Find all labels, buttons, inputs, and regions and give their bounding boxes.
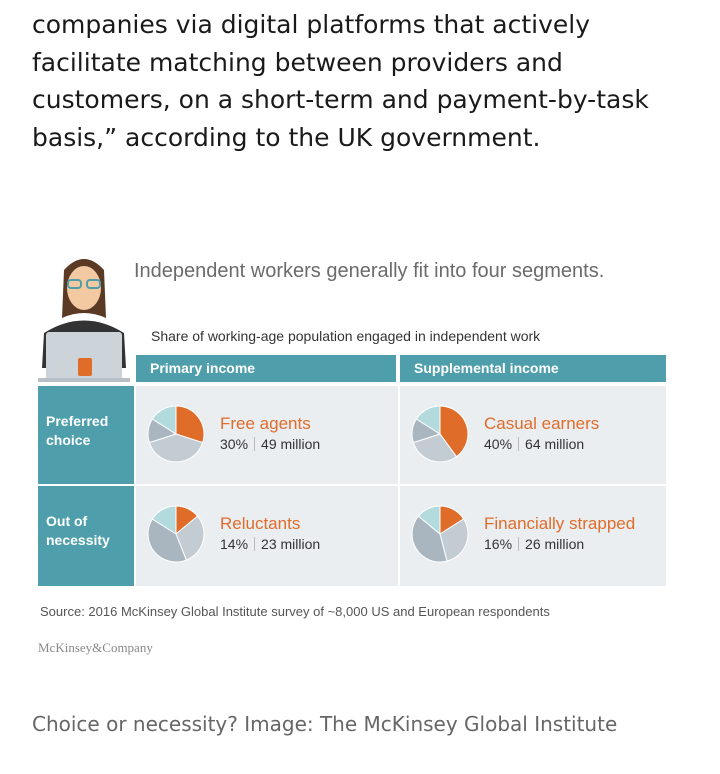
pie-slice <box>412 433 458 463</box>
pie-slice <box>151 505 177 535</box>
pie-chart <box>147 505 205 563</box>
segment-count: 64 million <box>525 436 585 452</box>
pie-slice <box>411 515 448 563</box>
mckinsey-logo: McKinsey&Company <box>38 640 153 655</box>
pie-slice <box>175 515 205 561</box>
segment-cell: Reluctants 14% 23 million <box>136 486 398 586</box>
pie-slice-highlight <box>175 405 205 444</box>
segment-cell: Free agents 30% 49 million <box>136 386 398 484</box>
segment-name: Free agents <box>220 414 311 433</box>
pie-slice <box>147 518 187 563</box>
pie-chart <box>147 405 205 463</box>
segment-count: 26 million <box>525 536 585 552</box>
infographic: Independent workers generally fit into f… <box>34 248 674 668</box>
segment-count: 23 million <box>261 536 321 552</box>
segment-cell: Casual earners 40% 64 million <box>400 386 666 484</box>
image-caption: Choice or necessity? Image: The McKinsey… <box>32 712 618 736</box>
segment-name: Casual earners <box>484 414 600 433</box>
pie-slice <box>151 405 177 435</box>
figure-title: Independent workers generally fit into f… <box>134 260 605 282</box>
article-paragraph: companies via digital platforms that act… <box>32 10 649 152</box>
segment-cell: Financially strapped 16% 26 million <box>400 486 666 586</box>
segment-percent: 16% <box>484 536 513 552</box>
pie-chart <box>411 405 469 463</box>
pie-chart <box>411 505 469 563</box>
pie-slice <box>148 433 204 463</box>
pie-slice <box>439 518 469 562</box>
segment-name: Financially strapped <box>484 514 636 533</box>
column-header-supplemental: Supplemental income <box>400 355 666 382</box>
pie-slice-highlight <box>439 405 469 458</box>
figure-subtitle: Share of working-age population engaged … <box>151 328 541 344</box>
pie-slice <box>415 405 441 435</box>
segment-count: 49 million <box>261 436 321 452</box>
segment-percent: 14% <box>220 536 249 552</box>
pie-slice <box>417 505 441 536</box>
segment-name: Reluctants <box>220 514 301 533</box>
segment-percent: 40% <box>484 436 513 452</box>
worker-illustration <box>38 259 130 382</box>
column-header-primary: Primary income <box>136 355 396 382</box>
source-note: Source: 2016 McKinsey Global Institute s… <box>40 604 550 619</box>
row-header-necessity: Out of necessity <box>38 486 134 586</box>
row-header-preferred: Preferred choice <box>38 386 134 484</box>
segment-percent: 30% <box>220 436 249 452</box>
